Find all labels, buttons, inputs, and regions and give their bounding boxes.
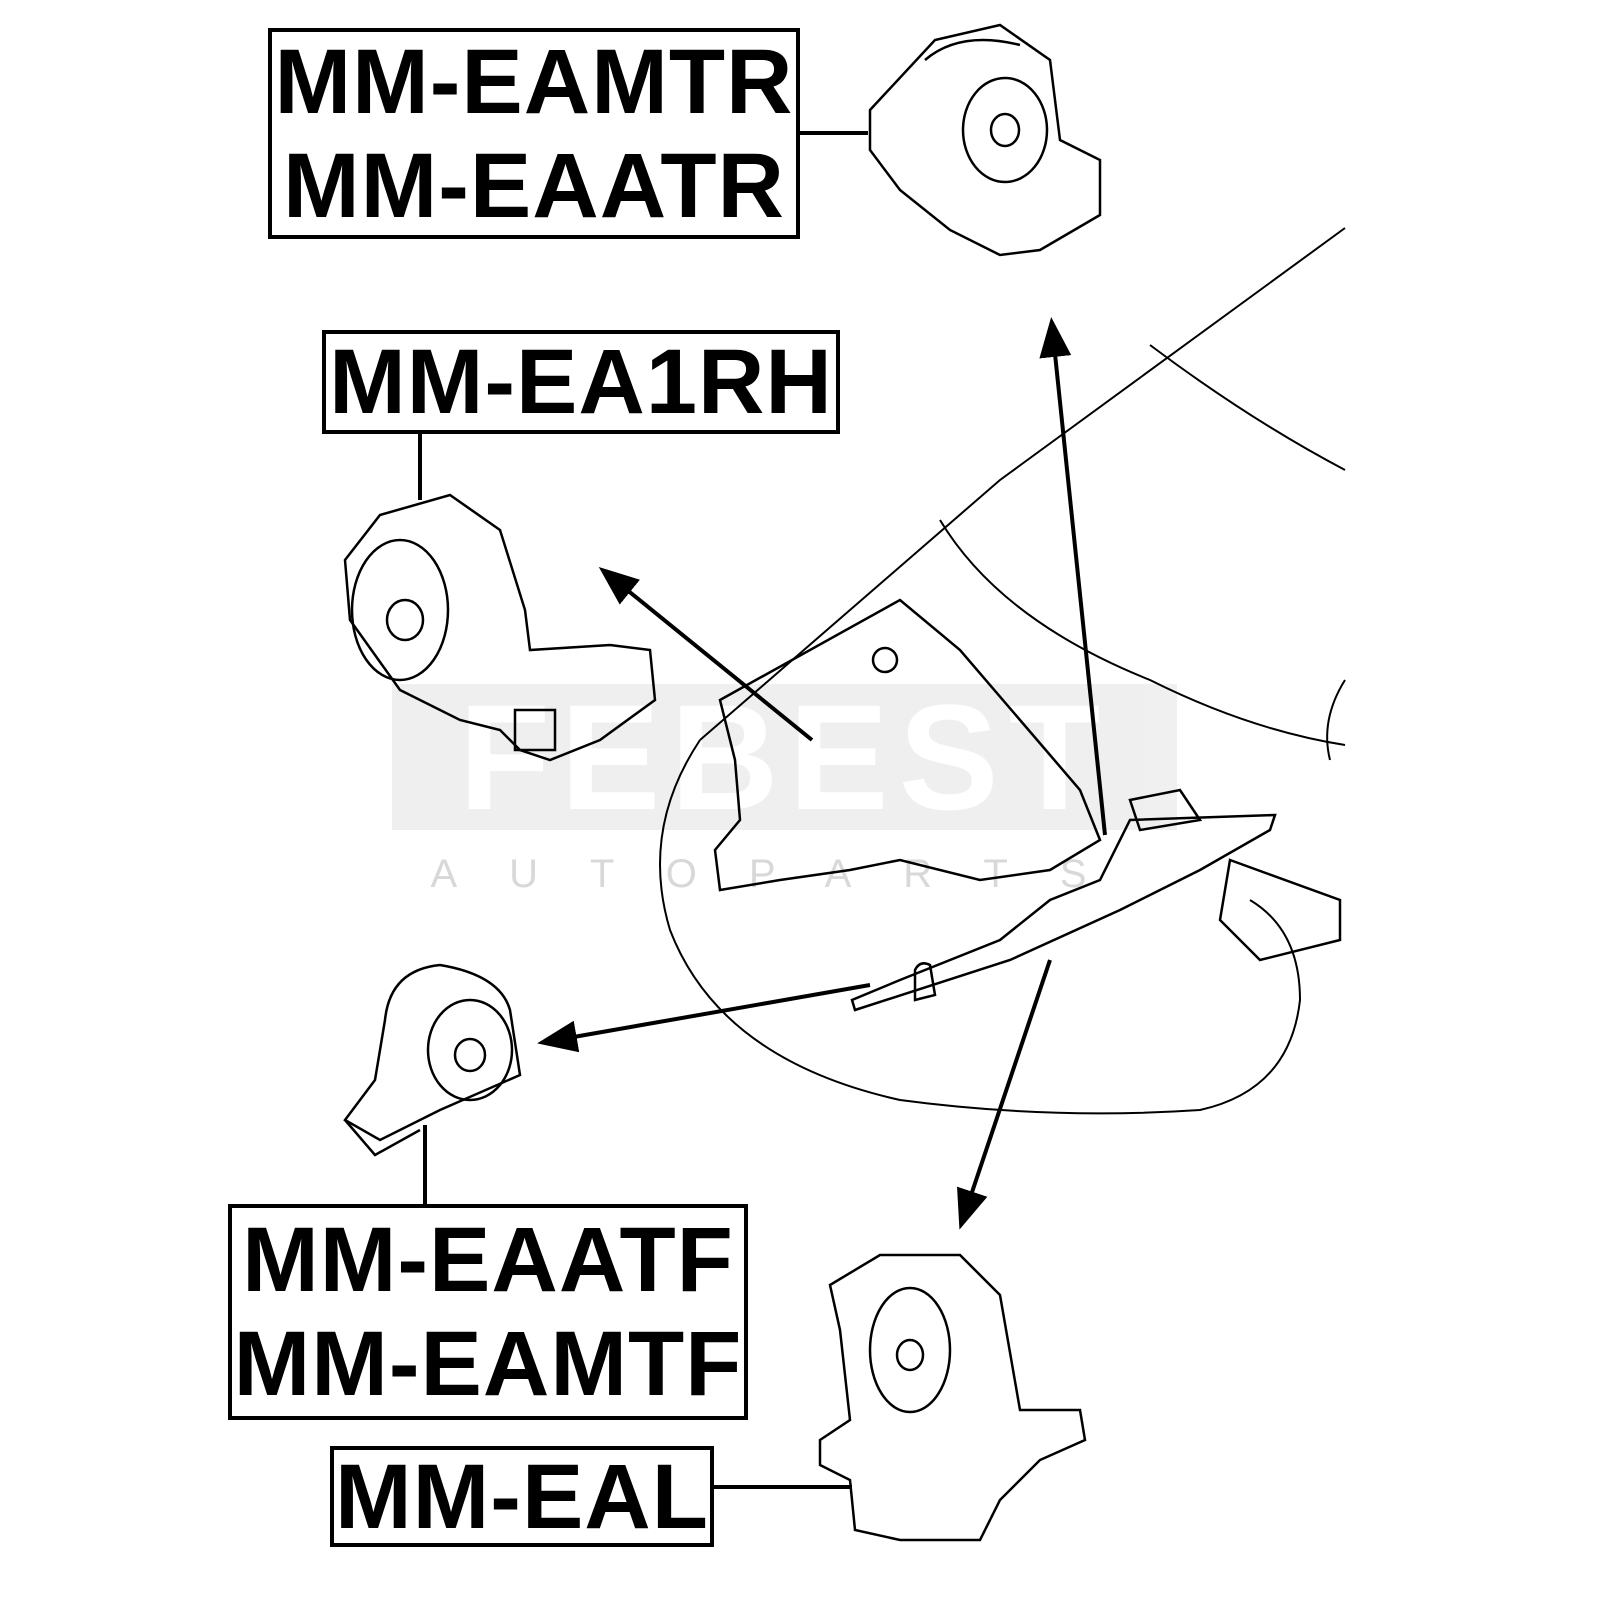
part-number: MM-EAL	[335, 1445, 709, 1548]
part-number: MM-EA1RH	[329, 331, 833, 433]
part-number: MM-EAMTF	[233, 1313, 743, 1415]
label-right-mount: MM-EA1RH	[322, 330, 840, 434]
part-number: MM-EAATR	[283, 134, 785, 237]
watermark-subtitle: AUTOPARTS	[430, 852, 1139, 896]
mount-rear-drawing	[868, 23, 1102, 257]
part-number: MM-EAATF	[242, 1209, 734, 1311]
watermark-logo: FEBEST	[392, 673, 1177, 841]
arrow	[957, 959, 1052, 1230]
label-rear-mount: MM-EAMTR MM-EAATR	[268, 28, 800, 239]
label-left-mount: MM-EAL	[330, 1445, 714, 1548]
mount-left-drawing	[818, 1253, 1087, 1542]
arrow	[598, 566, 814, 742]
watermark-brand: FEBEST	[458, 672, 1111, 841]
mount-right-drawing	[343, 493, 657, 762]
arrow	[1039, 317, 1107, 836]
mount-front-drawing	[343, 963, 522, 1157]
arrow	[537, 983, 871, 1053]
part-number: MM-EAMTR	[274, 30, 794, 133]
label-front-mount: MM-EAATF MM-EAMTF	[228, 1204, 748, 1420]
